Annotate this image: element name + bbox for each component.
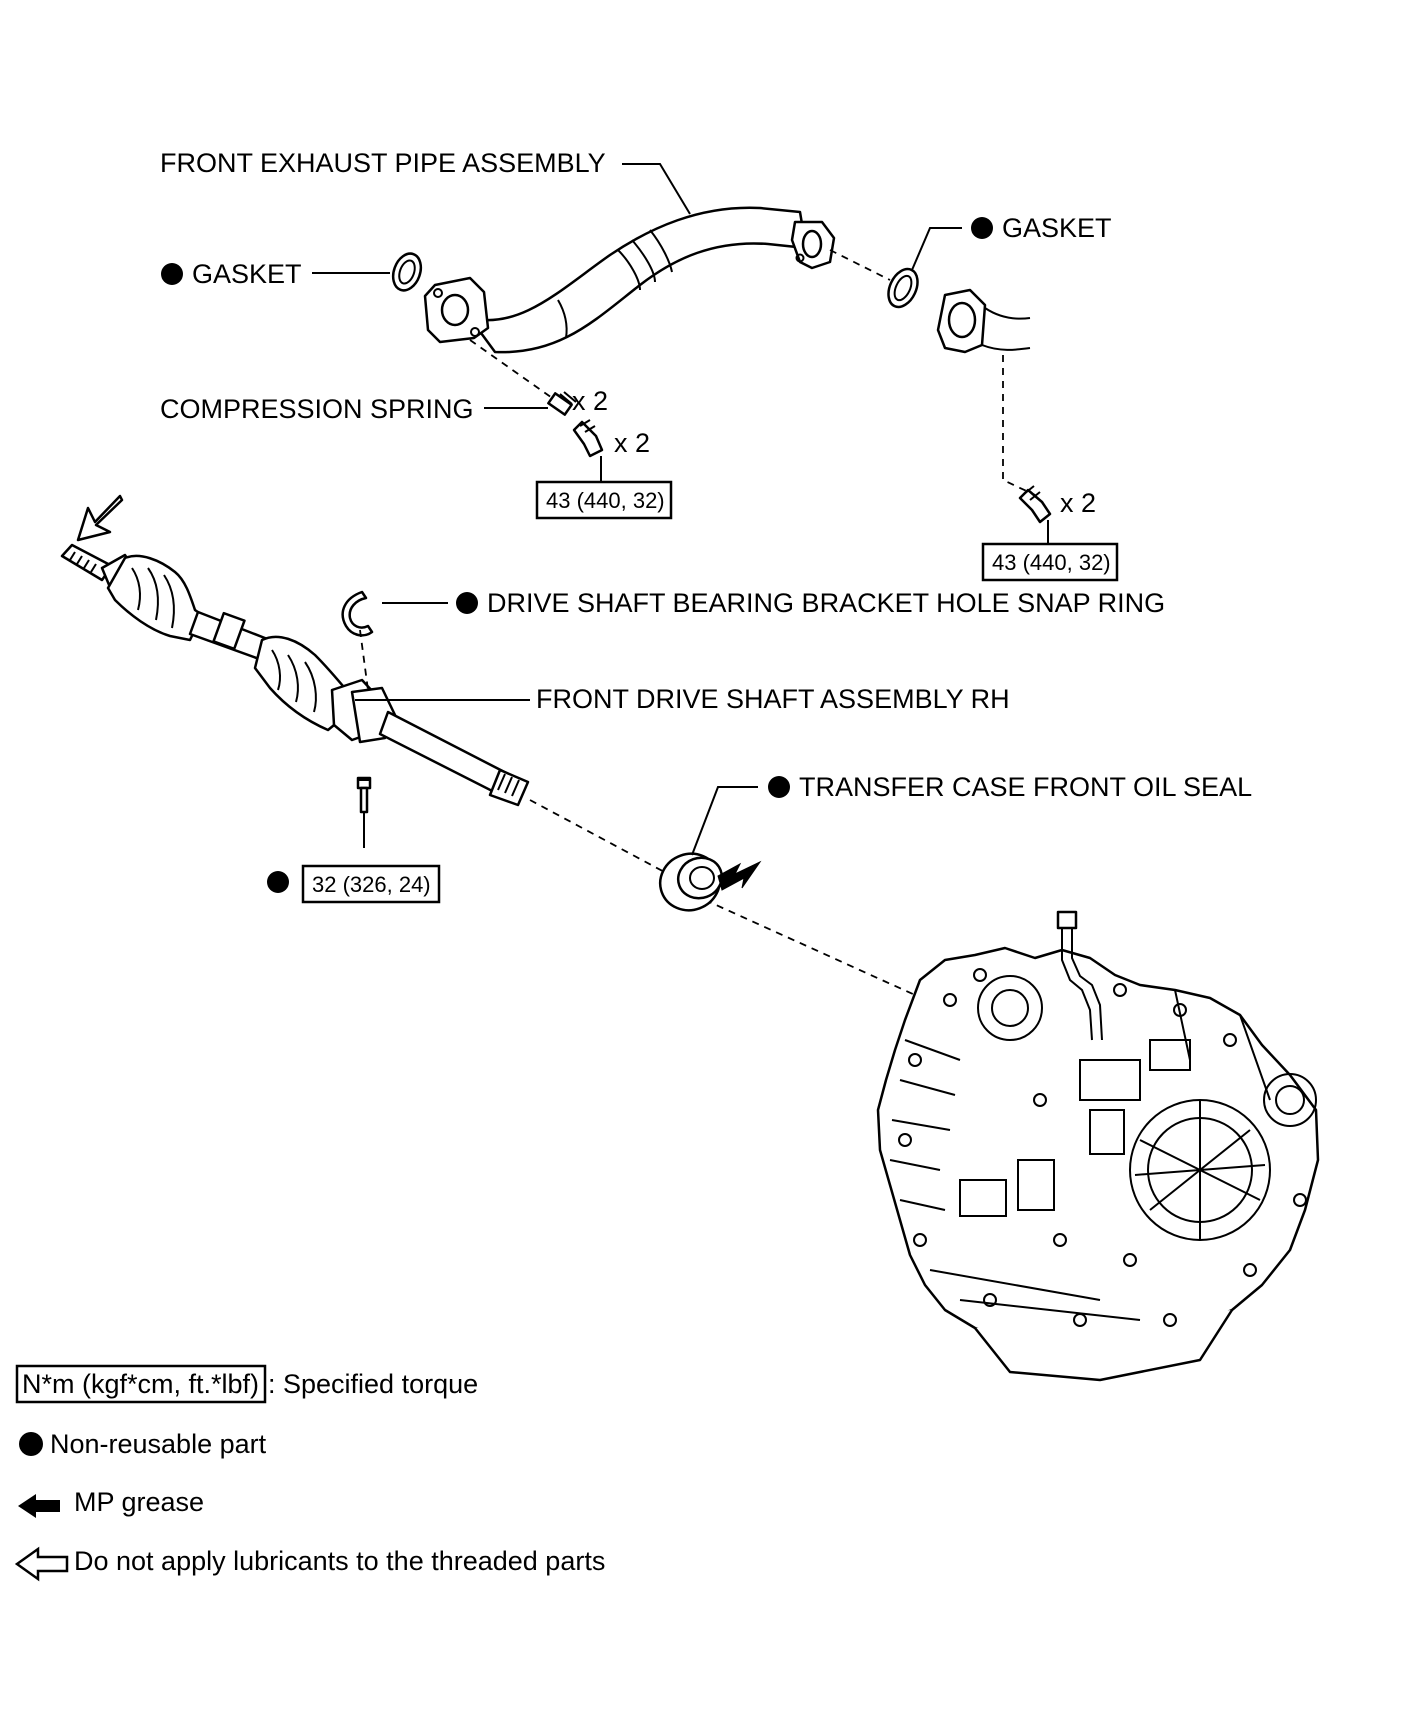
gasket-right-label: GASKET bbox=[1002, 213, 1112, 243]
oil-seal-label: TRANSFER CASE FRONT OIL SEAL bbox=[799, 772, 1252, 802]
transaxle-assembly bbox=[876, 910, 1320, 1382]
non-reusable-icon bbox=[456, 592, 478, 614]
exhaust-bolt-right bbox=[1018, 485, 1052, 524]
torque-exhaust-left: 43 (440, 32) bbox=[546, 488, 665, 513]
legend-torque-box bbox=[15, 1364, 267, 1404]
outline-arrow-icon bbox=[76, 494, 124, 542]
torque-exhaust-right: 43 (440, 32) bbox=[992, 550, 1111, 575]
gasket-right bbox=[887, 267, 919, 309]
snap-ring-label: DRIVE SHAFT BEARING BRACKET HOLE SNAP RI… bbox=[487, 588, 1165, 618]
non-reusable-icon bbox=[267, 871, 289, 893]
torque-bracket: 32 (326, 24) bbox=[312, 872, 431, 897]
gasket-left bbox=[391, 252, 423, 292]
drive-shaft-label: FRONT DRIVE SHAFT ASSEMBLY RH bbox=[536, 684, 1010, 714]
outline-arrow-icon bbox=[14, 1546, 69, 1582]
exhaust-manifold-flange bbox=[936, 288, 1031, 354]
non-reusable-icon bbox=[971, 217, 993, 239]
torque-box-bracket bbox=[301, 864, 441, 904]
legend-non-reusable: Non-reusable part bbox=[50, 1429, 267, 1459]
legend-no-lubricant: Do not apply lubricants to the threaded … bbox=[74, 1546, 605, 1576]
compression-spring-label: COMPRESSION SPRING bbox=[160, 394, 474, 424]
compression-spring bbox=[547, 391, 577, 416]
front-exhaust-pipe-label: FRONT EXHAUST PIPE ASSEMBLY bbox=[160, 148, 606, 178]
torque-box-exhaust-right bbox=[981, 542, 1119, 582]
legend: N*m (kgf*cm, ft.*lbf) : Specified torque… bbox=[14, 1364, 605, 1582]
front-exhaust-pipe-assembly bbox=[423, 206, 836, 354]
gasket-left-label: GASKET bbox=[192, 259, 302, 289]
legend-mp-grease: MP grease bbox=[74, 1487, 204, 1517]
bolt-qty-right: x 2 bbox=[1060, 488, 1096, 518]
legend-torque-units: N*m (kgf*cm, ft.*lbf) bbox=[22, 1369, 259, 1399]
torque-box-exhaust-left bbox=[535, 480, 673, 520]
non-reusable-icon bbox=[768, 776, 790, 798]
transfer-case-front-oil-seal bbox=[658, 852, 724, 912]
spring-qty: x 2 bbox=[572, 386, 608, 416]
legend-torque-text: : Specified torque bbox=[268, 1369, 478, 1399]
bolt-qty-left: x 2 bbox=[614, 428, 650, 458]
front-drive-shaft-assembly bbox=[60, 543, 530, 807]
filled-arrow-icon bbox=[18, 1494, 60, 1518]
non-reusable-icon bbox=[161, 263, 183, 285]
snap-ring bbox=[341, 590, 374, 637]
bracket-bolt bbox=[356, 776, 372, 814]
filled-circle-icon bbox=[19, 1432, 43, 1456]
filled-arrow-icon bbox=[717, 860, 762, 891]
exhaust-bolt-left bbox=[572, 419, 604, 458]
